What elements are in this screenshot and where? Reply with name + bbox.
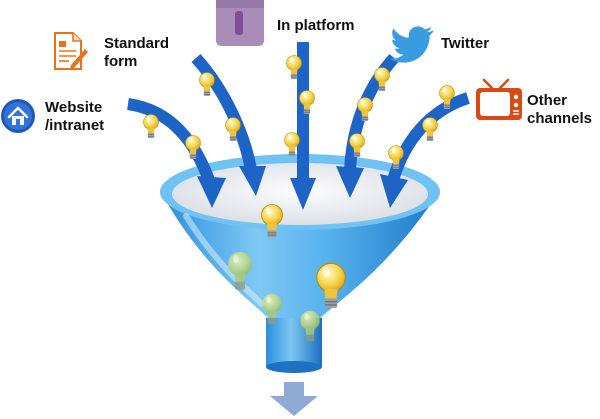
label-website: Website /intranet — [45, 99, 104, 135]
label-other-channels: Other channels — [527, 92, 592, 128]
twitter-bird-icon — [389, 26, 434, 63]
arrow-website — [126, 98, 226, 208]
label-twitter: Twitter — [441, 35, 489, 53]
arrow-in-platform — [290, 42, 316, 210]
label-other-line2: channels — [527, 110, 593, 127]
funnel-highlight — [183, 213, 265, 307]
label-platform-line1: In platform — [277, 17, 355, 34]
arrow-standard-form — [191, 53, 266, 196]
funnel-cone — [160, 190, 440, 372]
label-in-platform: In platform — [277, 17, 355, 35]
label-other-line1: Other — [527, 92, 568, 109]
label-standard-line2: form — [104, 53, 138, 70]
label-standard-form: Standard form — [104, 35, 169, 71]
platform-app-icon — [216, 0, 264, 46]
funnel-spout-bottom — [266, 361, 322, 373]
label-website-line1: Website — [45, 99, 103, 116]
television-icon — [476, 78, 522, 120]
label-website-line2: /intranet — [45, 117, 105, 134]
form-document-icon — [54, 32, 88, 70]
home-icon — [1, 99, 35, 133]
output-arrow — [270, 382, 318, 416]
label-standard-line1: Standard — [104, 35, 170, 52]
label-twitter-line1: Twitter — [441, 35, 490, 52]
